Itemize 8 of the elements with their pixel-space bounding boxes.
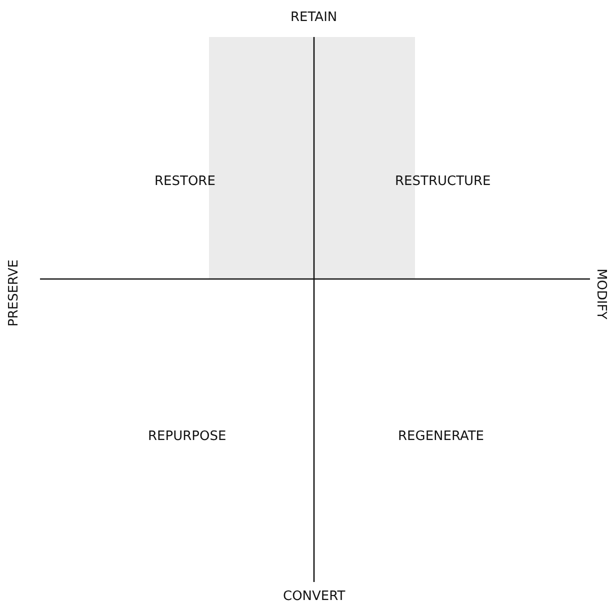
quadrant-label: RESTRUCTURE: [395, 174, 491, 190]
quadrant-label: REPURPOSE: [148, 429, 226, 445]
quadrant-label: REGENERATE: [398, 429, 484, 445]
axis-label: PRESERVE: [6, 260, 22, 326]
axis-label: MODIFY: [592, 268, 608, 320]
axis-label: RETAIN: [290, 10, 338, 26]
quadrant-label: RESTORE: [154, 174, 216, 190]
axis-label: CONVERT: [283, 589, 346, 605]
